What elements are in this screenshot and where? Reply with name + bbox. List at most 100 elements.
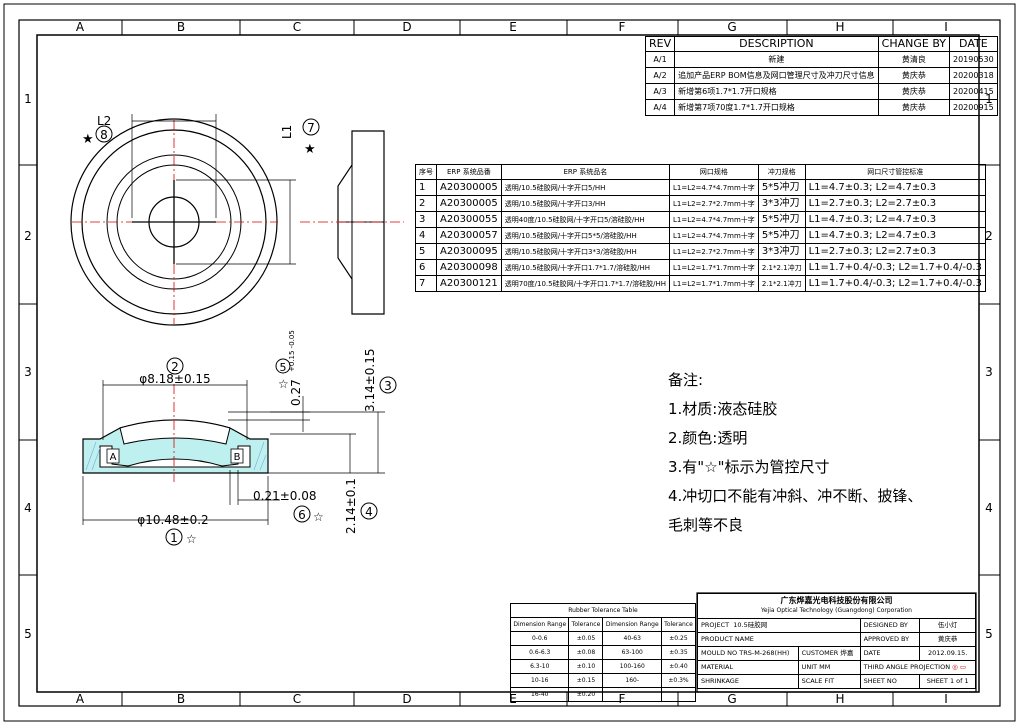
- erp-knife-cell: 5*5冲刀: [757, 179, 806, 196]
- project-value: 10.5硅胶网: [733, 621, 768, 629]
- material-label: MATERIAL: [697, 660, 799, 675]
- zone-col-label: B: [177, 692, 185, 706]
- approved-label: APPROVED BY: [859, 632, 921, 647]
- erp-opening-cell: L1=L2=1.7*1.7mm十字: [668, 275, 759, 292]
- tolerance-cell: 0-0.6: [509, 631, 570, 646]
- note-line: 1.材质:液态硅胶: [668, 400, 778, 418]
- balloon-2-label: 2: [171, 360, 179, 374]
- balloon-6: [293, 505, 311, 523]
- tolerance-cell: 16-40: [509, 687, 570, 702]
- erp-std-cell: L1=4.7±0.3; L2=4.7±0.3: [804, 179, 986, 196]
- balloon-8-label: 8: [100, 128, 108, 142]
- balloon-5-label: 5: [280, 361, 287, 374]
- zone-row-label: 4: [985, 501, 993, 515]
- customer-label: CUSTOMER: [801, 649, 839, 657]
- erp-name-cell: 透明/10.5硅胶网/十字开口5*5/溶硅胶/HH: [500, 227, 670, 244]
- note-line: 2.颜色:透明: [668, 429, 748, 447]
- erp-no-cell: 2: [415, 195, 437, 212]
- dim-d6: 0.21±0.08: [253, 489, 317, 503]
- erp-std-cell: L1=2.7±0.3; L2=2.7±0.3: [804, 195, 986, 212]
- tolerance-cell: ±0.05: [568, 631, 604, 646]
- erp-std-cell: L1=1.7+0.4/-0.3; L2=1.7+0.4/-0.3: [804, 259, 986, 276]
- zone-col-label: E: [509, 20, 517, 34]
- erp-opening-header: 网口规格: [668, 164, 759, 180]
- erp-code-cell: A20300098: [436, 259, 502, 276]
- mould-value: TRS-M-268(HH): [739, 649, 790, 657]
- balloon-2: [166, 357, 184, 375]
- erp-knife-cell: 5*5冲刀: [757, 227, 806, 244]
- rev-cell: A/2: [644, 67, 676, 84]
- erp-name-cell: 透明/10.5硅胶网/十字开口5/HH: [500, 179, 670, 196]
- tolerance-cell: 10-16: [509, 673, 570, 688]
- erp-name-cell: 透明/10.5硅胶网/十字开口3*3/溶硅胶/HH: [500, 243, 670, 260]
- zone-row-label: 2: [985, 229, 993, 243]
- description-cell: 新增第6项1.7*1.7开口规格: [674, 83, 879, 100]
- zone-row-label: 1: [24, 92, 32, 106]
- sheet-value: SHEET 1 of 1: [919, 674, 976, 689]
- zone-col-label: G: [727, 692, 736, 706]
- tolerance-cell: ±0.15: [568, 673, 604, 688]
- dim-d5-tol: +0.15 -0.05: [288, 330, 296, 372]
- erp-knife-cell: 3*3冲刀: [757, 243, 806, 260]
- dim-d5: 0.27: [289, 379, 303, 406]
- zone-col-label: F: [619, 20, 626, 34]
- note-line: 毛刺等不良: [668, 516, 744, 534]
- description-cell: 新增第7项70度1.7*1.7开口规格: [674, 99, 879, 116]
- erp-std-header: 网口尺寸管控标准: [804, 164, 986, 180]
- projection-label: THIRD ANGLE PROJECTION: [863, 663, 951, 671]
- tolerance-cell: ±0.25: [660, 631, 697, 646]
- zone-row-label: 2: [24, 229, 32, 243]
- star-icon: ★: [304, 142, 316, 157]
- zone-col-label: I: [944, 692, 948, 706]
- change-by-cell: 黄庆恭: [877, 99, 951, 116]
- tolerance-table: Rubber Tolerance Table Dimension Range T…: [509, 603, 697, 702]
- designed-label: DESIGNED BY: [859, 618, 921, 633]
- designed-value: 伍小灯: [919, 618, 976, 633]
- tolerance-title: Rubber Tolerance Table: [510, 603, 696, 618]
- drawing-border: [36, 34, 980, 693]
- zone-col-label: C: [293, 20, 301, 34]
- project-label: PROJECT: [701, 621, 730, 629]
- erp-knife-header: 冲刀规格: [757, 164, 806, 180]
- balloon-4: [360, 502, 378, 520]
- tolerance-cell: 63-100: [602, 645, 662, 660]
- erp-knife-cell: 2.1*2.1冲刀: [757, 259, 806, 276]
- company-name-en: Yejia Optical Technology (Guangdong) Cor…: [761, 607, 912, 614]
- change-by-cell: 黄庆恭: [877, 67, 951, 84]
- section-label-a: A: [110, 452, 117, 463]
- section-view: A B: [82, 380, 385, 525]
- erp-no-cell: 6: [415, 259, 437, 276]
- description-cell: 新建: [674, 51, 879, 68]
- balloon-1-label: 1: [170, 531, 178, 545]
- date-value: 2012.09.15.: [919, 646, 976, 661]
- zone-col-label: D: [402, 692, 411, 706]
- erp-opening-cell: L1=L2=2.7*2.7mm十字: [668, 195, 759, 212]
- balloon-4-label: 4: [365, 505, 373, 519]
- erp-opening-cell: L1=L2=1.7*1.7mm十字: [668, 259, 759, 276]
- balloon-3-label: 3: [384, 379, 392, 393]
- balloon-7-label: 7: [307, 121, 315, 135]
- balloon-1: [165, 528, 183, 546]
- scale-value: FIT: [824, 677, 835, 685]
- note-line: 4.冲切口不能有冲斜、冲不断、披锋、: [668, 487, 923, 505]
- tolerance-cell: 6.3-10: [509, 659, 570, 674]
- tolerance-row: 16-40±0.20: [509, 687, 697, 702]
- rev-cell: A/3: [644, 83, 676, 100]
- product-label: PRODUCT NAME: [697, 632, 861, 647]
- top-view: [70, 114, 296, 326]
- erp-name-cell: 透明/10.5硅胶网/十字开口3/HH: [500, 195, 670, 212]
- erp-std-cell: L1=4.7±0.3; L2=4.7±0.3: [804, 227, 986, 244]
- balloon-5: [275, 358, 291, 374]
- tolerance-cell: 160-: [602, 673, 662, 688]
- date-cell: 20200915: [949, 99, 998, 116]
- tolerance-cell: 0.6-6.3: [509, 645, 570, 660]
- tolerance-cell: ±0.40: [660, 659, 697, 674]
- star-outline-icon: ☆: [313, 510, 324, 524]
